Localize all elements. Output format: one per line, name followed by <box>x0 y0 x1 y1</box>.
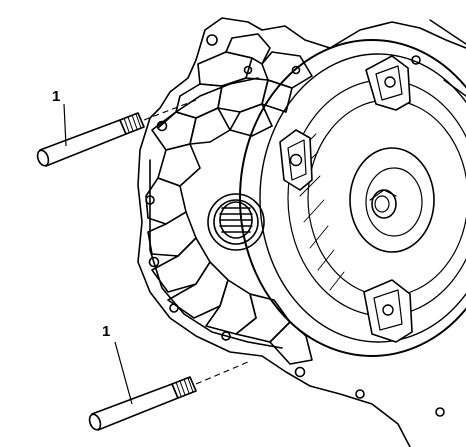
transmission-housing <box>137 17 466 447</box>
guide-pin-upper <box>36 112 145 167</box>
guide-pin-lower <box>88 376 197 431</box>
callout-label-lower: 1 <box>102 323 110 340</box>
alignment-line-lower <box>195 361 249 385</box>
leader-line-upper <box>63 103 67 147</box>
torque-converter <box>239 19 466 357</box>
callout-label-upper: 1 <box>52 88 60 105</box>
leader-line-lower <box>114 341 133 405</box>
